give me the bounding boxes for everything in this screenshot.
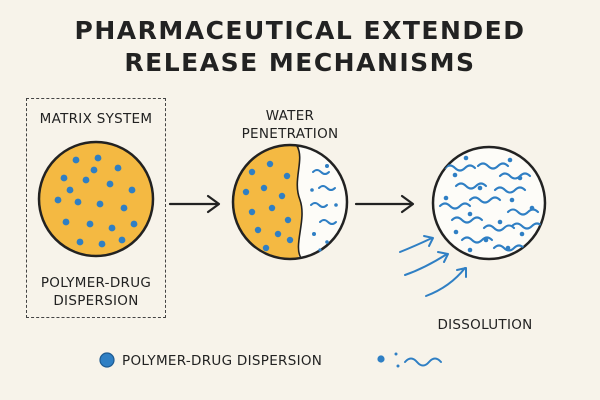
dissolved-drug-wave: [438, 202, 472, 210]
dissolved-drug-wave: [498, 172, 532, 180]
dissolved-drug-wave: [476, 162, 510, 170]
drug-particle: [248, 168, 256, 176]
drug-particle: [519, 231, 525, 237]
drug-particle: [86, 220, 94, 228]
drug-particle: [517, 175, 523, 181]
matrix-tablet: [37, 140, 155, 258]
drug-particle: [509, 197, 515, 203]
drug-particle: [463, 155, 469, 161]
drug-particles: [54, 154, 138, 248]
drug-particle: [274, 230, 282, 238]
drug-dot-icon: [99, 352, 115, 368]
drug-particle: [507, 157, 513, 163]
dissolved-tablet: [431, 145, 547, 261]
drug-particle: [108, 224, 116, 232]
drug-particle: [260, 184, 268, 192]
matrix-system-frame: [26, 98, 166, 318]
dissolved-drug-wave: [443, 164, 477, 172]
drug-particle: [286, 236, 294, 244]
penetration-label: PENETRATION: [241, 126, 339, 142]
drug-particle: [120, 204, 128, 212]
dissolved-drug-icon: [438, 162, 544, 252]
dispersion-label: DISPERSION: [53, 293, 139, 309]
drug-particle: [90, 166, 98, 174]
drug-particle: [529, 205, 535, 211]
drug-particle: [74, 198, 82, 206]
drug-particle: [96, 200, 104, 208]
dissolving-drug-icon: [310, 169, 337, 225]
drug-particle: [278, 192, 286, 200]
drug-particle: [98, 240, 106, 248]
arrow-right-icon: [168, 194, 221, 214]
dissolved-drug-wave: [482, 224, 516, 232]
drug-particle: [443, 195, 449, 201]
dissolved-drug-dots: [443, 155, 535, 253]
legend-dispersion-label: POLYMER-DRUG DISPERSION: [122, 353, 323, 369]
dissolved-drug-dots: [310, 164, 338, 252]
drug-particle: [54, 196, 62, 204]
drug-particle: [82, 176, 90, 184]
matrix-system-label: MATRIX SYSTEM: [39, 111, 153, 127]
drug-particle: [248, 208, 256, 216]
dissolved-drug-wave: [450, 216, 484, 224]
water-label: WATER: [265, 108, 315, 124]
drug-particle: [130, 220, 138, 228]
drug-particle: [266, 160, 274, 168]
drug-particle: [477, 185, 483, 191]
drug-particle: [452, 172, 458, 178]
drug-particle: [262, 244, 270, 252]
penetrating-tablet: [231, 143, 349, 261]
drug-particle: [453, 229, 459, 235]
drug-particle: [283, 172, 291, 180]
drug-particle: [76, 238, 84, 246]
dissolved-drug-wave: [510, 222, 544, 230]
drug-particles-core: [242, 160, 294, 252]
dissolved-drug-wave: [468, 196, 502, 204]
drug-particle: [114, 164, 122, 172]
drug-particle: [284, 216, 292, 224]
drug-particle: [66, 186, 74, 194]
drug-particle: [60, 174, 68, 182]
drug-particle: [467, 211, 473, 217]
dissolution-label: DISSOLUTION: [437, 317, 533, 333]
drug-particle: [128, 186, 136, 194]
drug-particle: [118, 236, 126, 244]
dissolved-drug-wave: [454, 182, 488, 190]
diagram-title-line-1: PHARMACEUTICAL EXTENDED: [74, 16, 526, 45]
drug-particle: [268, 204, 276, 212]
drug-particle: [254, 226, 262, 234]
drug-particle: [94, 154, 102, 162]
flow-arrow-icon: [399, 235, 467, 297]
drug-particle: [497, 219, 503, 225]
diagram-title-line-2: RELEASE MECHANISMS: [124, 48, 476, 77]
drug-particle: [72, 156, 80, 164]
dissolved-drug-wave: [492, 244, 526, 252]
drug-particle: [106, 180, 114, 188]
drug-particle: [62, 218, 70, 226]
drug-particle: [483, 237, 489, 243]
polymer-drug-label: POLYMER-DRUG: [40, 275, 152, 291]
drug-particle: [242, 188, 250, 196]
drug-particle: [467, 247, 473, 253]
dissolved-drug-icon: [377, 352, 442, 368]
dissolved-drug-wave: [460, 236, 494, 244]
dissolved-drug-wave: [493, 186, 527, 194]
drug-particle: [505, 245, 511, 251]
arrow-right-icon: [354, 194, 415, 214]
